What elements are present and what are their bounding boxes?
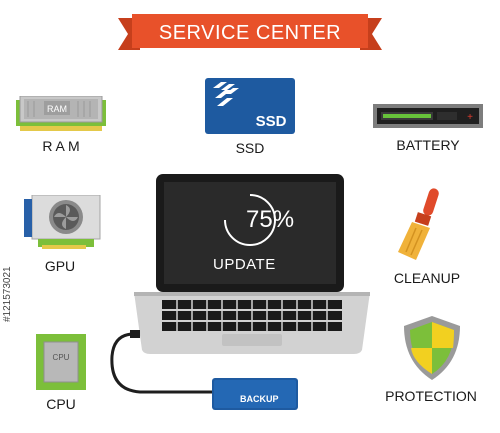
cpu-label: CPU — [46, 396, 76, 412]
ram-label: R A M — [42, 138, 80, 154]
protection-label: PROTECTION — [385, 388, 477, 404]
ram-chip-text: RAM — [47, 104, 67, 114]
gpu-icon — [24, 195, 101, 249]
cleanup-label: CLEANUP — [393, 270, 461, 286]
usb-cable — [110, 330, 216, 394]
ribbon-shape — [118, 14, 382, 50]
backup-label: BACKUP — [240, 394, 279, 404]
update-percent: 75% — [246, 206, 295, 233]
battery-icon: + — [373, 104, 483, 128]
ssd-icon: SSD — [205, 78, 295, 134]
laptop-icon — [134, 174, 370, 354]
ssd-chip-text: SSD — [256, 113, 287, 130]
banner-title: SERVICE CENTER — [158, 22, 342, 44]
update-status: UPDATE — [213, 256, 276, 273]
cpu-chip-text: CPU — [53, 353, 70, 362]
stock-id: #121573021 — [2, 266, 13, 322]
update-progress-ring — [224, 194, 276, 246]
ram-icon: RAM — [16, 96, 106, 131]
svg-text:+: + — [467, 112, 473, 123]
broom-icon — [398, 188, 439, 260]
cpu-icon: CPU — [36, 334, 86, 390]
external-drive-icon — [212, 378, 298, 410]
battery-label: BATTERY — [396, 137, 460, 153]
shield-icon — [404, 316, 460, 380]
gpu-label: GPU — [44, 258, 76, 274]
service-center-banner: SERVICE CENTER — [118, 12, 382, 54]
ssd-label: SSD — [235, 140, 265, 156]
